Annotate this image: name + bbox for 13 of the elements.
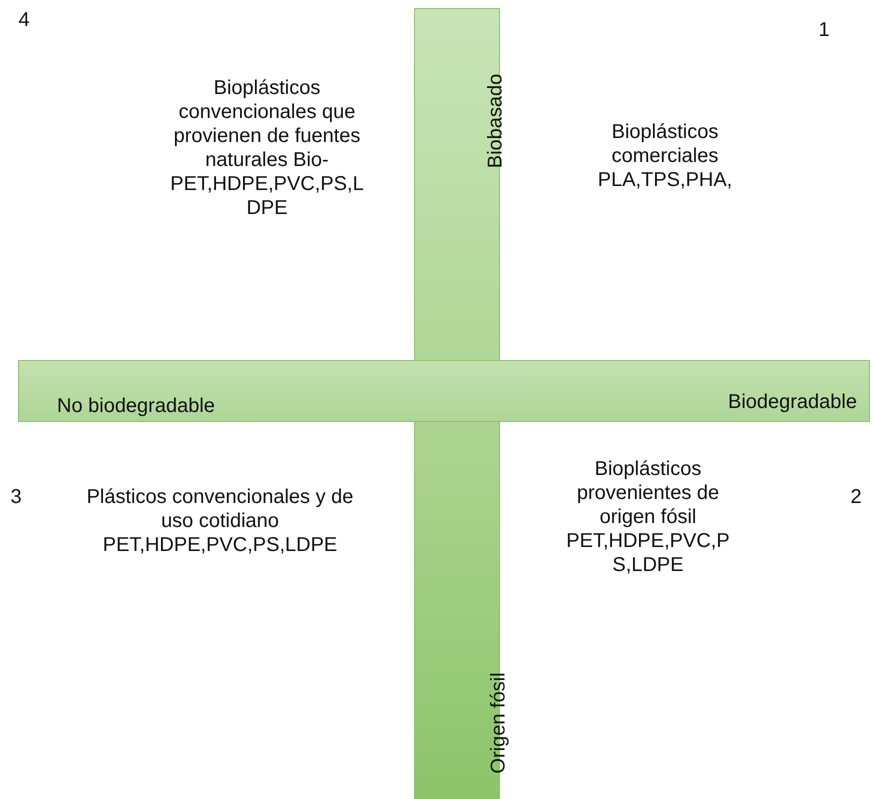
axis-label: Origen fósil (486, 672, 511, 774)
quadrant-description: Bioplásticos convencionales que provienen de fuentes naturales Bio-PET,HDPE,PVC,PS,LDPE (169, 76, 365, 220)
quadrant-number: 2 (849, 485, 863, 509)
axis-label: Biodegradable (728, 390, 857, 414)
quadrant-description: Bioplásticos comerciales PLA,TPS,PHA, (596, 120, 734, 192)
quadrant-description: Plásticos convencionales y de uso cotidiano PET,HDPE,PVC,PS,LDPE (86, 485, 354, 557)
quadrant-description: Bioplásticos provenientes de origen fósil PET,HDPE,PVC,PS,LDPE (565, 457, 731, 577)
axis-label: No biodegradable (57, 394, 215, 418)
quadrant-number: 1 (817, 18, 831, 42)
horizontal-axis-bar (18, 360, 870, 422)
axis-label: Biobasado (483, 74, 508, 168)
quadrant-number: 4 (17, 8, 31, 32)
quadrant-number: 3 (9, 485, 23, 509)
